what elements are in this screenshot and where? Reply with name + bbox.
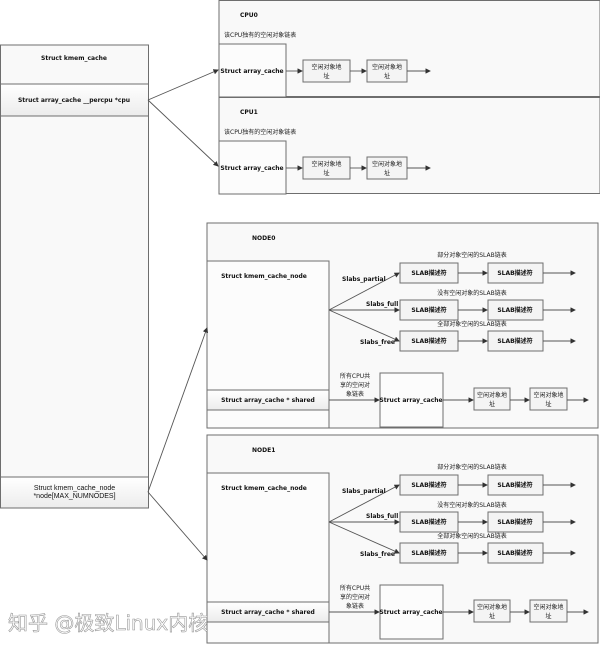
slab-descriptor-label: SLAB描述符 — [497, 549, 532, 557]
slab-descriptor-label: SLAB描述符 — [411, 337, 446, 345]
free-object-addr-label: 空闲对象地 — [533, 603, 563, 611]
array-cache-label: Struct array_cache — [379, 609, 442, 616]
slab-list-label: Slabs_full — [366, 301, 398, 308]
cpu-subtitle: 该CPU独有的空闲对象链表 — [224, 31, 296, 39]
slab-descriptor-label: SLAB描述符 — [411, 306, 446, 314]
free-object-addr-label: 空闲对象地 — [311, 160, 341, 168]
shared-field: Struct array_cache * shared — [221, 397, 315, 404]
arrow-to-node0 — [147, 327, 209, 493]
kmem-cache-node-label: Struct kmem_cache_node — [221, 485, 307, 492]
shared-caption-line: 所有CPU共 — [340, 584, 370, 592]
free-object-addr — [529, 387, 568, 411]
free-object-addr-label: 空闲对象地 — [311, 63, 341, 71]
cpu-subtitle: 该CPU独有的空闲对象链表 — [224, 128, 296, 136]
cpu-field: Struct array_cache __percpu *cpu — [18, 97, 130, 104]
free-object-addr-label-cont: 址 — [489, 400, 495, 408]
free-object-addr-label: 空闲对象地 — [477, 391, 507, 399]
slab-list-pointer — [328, 521, 400, 554]
kmem-cache-box — [0, 44, 149, 509]
array-cache-label: Struct array_cache — [220, 68, 283, 75]
slab-list-label: Slabs_free — [360, 339, 395, 346]
arrow-to-node1 — [147, 491, 208, 561]
slab-list-label: Slabs_full — [366, 513, 398, 520]
shared-caption-line: 象链表 — [346, 390, 364, 398]
arrow-to-cpu1 — [147, 99, 219, 167]
slab-descriptor-label: SLAB描述符 — [411, 518, 446, 526]
slab-list-caption: 部分对象空闲的SLAB链表 — [437, 463, 507, 471]
slab-descriptor-label: SLAB描述符 — [497, 337, 532, 345]
slab-list-pointer — [328, 309, 400, 342]
slab-descriptor-label: SLAB描述符 — [497, 481, 532, 489]
node-field: Struct kmem_cache_node *node[MAX_NUMNODE… — [33, 484, 116, 500]
slab-list-caption: 没有空闲对象的SLAB链表 — [437, 289, 507, 297]
free-object-addr-label: 空闲对象地 — [372, 63, 402, 71]
free-object-addr-label-cont: 址 — [384, 169, 390, 177]
slab-list-caption: 全部对象空闲的SLAB链表 — [437, 320, 507, 328]
shared-field: Struct array_cache * shared — [221, 609, 315, 616]
node-field-row — [0, 476, 149, 509]
cpu1-panel: CPU1 该CPU独有的空闲对象链表 Struct array_cache 空闲对象地… — [218, 97, 600, 195]
cpu-field-row — [0, 83, 149, 117]
slab-list-pointer — [328, 484, 400, 523]
shared-caption-line: 享的空闲对 — [340, 593, 370, 601]
free-object-addr — [529, 599, 568, 623]
slab-list-label: Slabs_partial — [342, 276, 386, 283]
free-object-addr-label-cont: 址 — [384, 72, 390, 80]
shared-caption-line: 享的空闲对 — [340, 381, 370, 389]
free-object-addr-label-cont: 址 — [489, 612, 495, 620]
slab-descriptor-label: SLAB描述符 — [497, 269, 532, 277]
slab-list-label: Slabs_partial — [342, 488, 386, 495]
node-title: NODE1 — [252, 447, 275, 454]
free-object-addr-label: 空闲对象地 — [477, 603, 507, 611]
cpu-title: CPU0 — [240, 12, 258, 19]
slab-list-label: Slabs_free — [360, 551, 395, 558]
array-cache-box — [218, 43, 287, 98]
free-object-addr-label-cont: 址 — [323, 169, 329, 177]
slab-descriptor-label: SLAB描述符 — [497, 306, 532, 314]
cpu0-panel: CPU0 该CPU独有的空闲对象链表 Struct array_cache 空闲对象地… — [218, 0, 600, 98]
slab-list-caption: 部分对象空闲的SLAB链表 — [437, 251, 507, 259]
arrow-to-cpu0 — [147, 69, 219, 101]
free-object-addr-label-cont: 址 — [323, 72, 329, 80]
array-cache-label: Struct array_cache — [220, 165, 283, 172]
free-object-addr-label-cont: 址 — [545, 612, 551, 620]
free-object-addr-label-cont: 址 — [545, 400, 551, 408]
kmem-cache-struct: Struct kmem_cache Struct array_cache __p… — [0, 44, 149, 509]
slab-descriptor-label: SLAB描述符 — [411, 549, 446, 557]
cpu-title: CPU1 — [240, 109, 258, 116]
slab-descriptor-label: SLAB描述符 — [411, 481, 446, 489]
node-field-container: Struct kmem_cache_node *node[MAX_NUMNODE… — [33, 484, 116, 500]
slab-list-caption: 没有空闲对象的SLAB链表 — [437, 501, 507, 509]
array-cache-label: Struct array_cache — [379, 397, 442, 404]
slab-descriptor-label: SLAB描述符 — [411, 269, 446, 277]
node-title: NODE0 — [252, 235, 275, 242]
free-object-addr-label: 空闲对象地 — [533, 391, 563, 399]
free-object-addr — [473, 599, 511, 623]
kmem-cache-node-label: Struct kmem_cache_node — [221, 273, 307, 280]
array-cache-box — [218, 140, 287, 195]
watermark: 知乎 @极致Linux内核 — [8, 611, 208, 635]
slab-list-caption: 全部对象空闲的SLAB链表 — [437, 532, 507, 540]
shared-caption-line: 象链表 — [346, 602, 364, 610]
kmem-cache-title: Struct kmem_cache — [41, 55, 107, 62]
free-object-addr — [473, 387, 511, 411]
slab-descriptor-label: SLAB描述符 — [497, 518, 532, 526]
shared-caption-line: 所有CPU共 — [340, 372, 370, 380]
free-object-addr-label: 空闲对象地 — [372, 160, 402, 168]
array-cache-box — [379, 584, 444, 640]
slab-list-pointer — [328, 272, 400, 311]
